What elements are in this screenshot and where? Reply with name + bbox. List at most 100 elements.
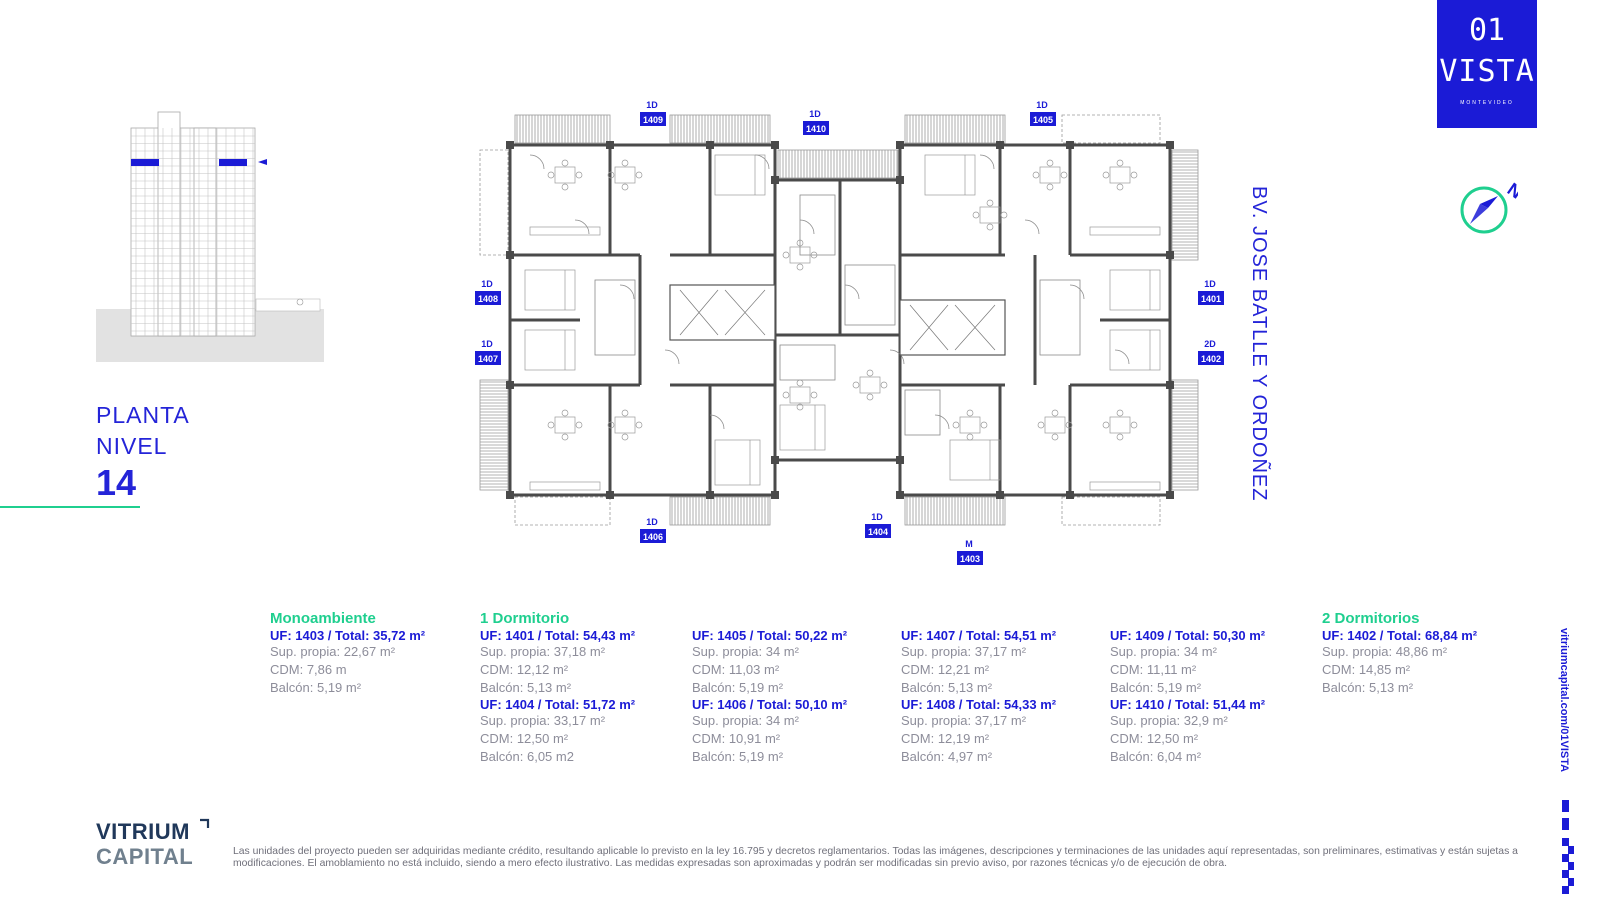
unit-balcon: Balcón: 6,04 m² [1110,749,1202,764]
unit-balcon: Balcón: 4,97 m² [901,749,993,764]
level-arrow-icon [258,159,267,165]
unit-tag-type: 1D [646,100,658,110]
unit-tag-type: 1D [871,512,883,522]
unit-tag-box [475,351,501,365]
unit-cdm: CDM: 11,11 m² [1110,662,1197,677]
logo-tagline: MONTEVIDEO [1460,100,1514,106]
unit-sup: Sup. propia: 32,9 m² [1110,713,1228,728]
unit-sup: Sup. propia: 22,67 m² [270,644,396,659]
unit-tag-number: 1405 [1033,115,1053,125]
unit-sup: Sup. propia: 37,17 m² [901,713,1027,728]
unit-balcon: Balcón: 5,19 m² [692,680,784,695]
unit-title: UF: 1406 / Total: 50,10 m² [692,697,848,712]
unit-tag-number: 1403 [960,554,980,564]
unit-sup: Sup. propia: 48,86 m² [1322,644,1448,659]
unit-sup: Sup. propia: 34 m² [1110,644,1217,659]
unit-cdm: CDM: 12,12 m² [480,662,569,677]
unit-title: UF: 1405 / Total: 50,22 m² [692,628,848,643]
unit-sup: Sup. propia: 34 m² [692,713,799,728]
unit-tag-box [475,291,501,305]
unit-tag-1405: 1D 1405 [1030,100,1056,126]
unit-title: UF: 1407 / Total: 54,51 m² [901,628,1057,643]
unit-tag-number: 1401 [1201,294,1221,304]
unit-tag-type: 1D [646,517,658,527]
legal-disclaimer: Las unidades del proyecto pueden ser adq… [233,846,1518,869]
floor-plan: 1D14091D14101D14051D14081D14071D14012D14… [475,100,1224,565]
website-url-text[interactable]: vitriumcapital.com/01VISTA [1558,628,1570,773]
planta-title: PLANTA NIVEL [96,400,190,462]
unit-cdm: CDM: 12,19 m² [901,731,990,746]
units-mono-column: UF: 1403 / Total: 35,72 m² Sup. propia: … [270,628,425,697]
unit-title: UF: 1403 / Total: 35,72 m² [270,628,426,643]
decorative-blocks [1562,800,1574,894]
units-1d-column-1: UF: 1401 / Total: 54,43 m² Sup. propia: … [480,628,635,766]
unit-tag-box [640,112,666,126]
unit-tag-type: M [965,539,973,549]
logo-number: 01 [1468,13,1506,48]
category-one-bedroom: 1 Dormitorio [480,610,570,627]
building-elevation [96,111,324,362]
unit-cdm: CDM: 12,21 m² [901,662,990,677]
unit-sup: Sup. propia: 37,18 m² [480,644,606,659]
unit-title: UF: 1409 / Total: 50,30 m² [1110,628,1266,643]
unit-sup: Sup. propia: 34 m² [692,644,799,659]
nivel-line: NIVEL [96,433,168,459]
unit-tag-1409: 1D 1409 [640,100,666,126]
planta-line: PLANTA [96,402,190,428]
unit-sup: Sup. propia: 37,17 m² [901,644,1027,659]
website-url[interactable]: vitriumcapital.com/01VISTA [1556,628,1572,798]
north-compass-icon: N [1460,179,1518,234]
unit-tag-type: 2D [1204,339,1216,349]
logo-name: VISTA [1439,54,1535,89]
unit-tag-1406: 1D 1406 [640,517,666,543]
compass-letter: N [1504,179,1518,203]
unit-balcon: Balcón: 5,19 m² [692,749,784,764]
unit-tag-type: 1D [1204,279,1216,289]
unit-cdm: CDM: 14,85 m² [1322,662,1411,677]
unit-sup: Sup. propia: 33,17 m² [480,713,606,728]
unit-tag-type: 1D [1036,100,1048,110]
unit-tag-type: 1D [481,279,493,289]
street-name: BV. JOSE BATLLE Y ORDOÑEZ [1248,186,1270,502]
level-number: 14 [96,462,137,503]
unit-tag-number: 1406 [643,532,663,542]
unit-tag-number: 1409 [643,115,663,125]
unit-tag-1401: 1D 1401 [1198,279,1224,305]
unit-cdm: CDM: 7,86 m [270,662,347,677]
unit-tag-type: 1D [809,109,821,119]
street-label: BV. JOSE BATLLE Y ORDOÑEZ [1242,186,1272,501]
units-1d-column-3: UF: 1407 / Total: 54,51 m² Sup. propia: … [901,628,1056,766]
units-2d-column: UF: 1402 / Total: 68,84 m² Sup. propia: … [1322,628,1477,697]
unit-tag-1407: 1D 1407 [475,339,501,365]
category-monoambiente: Monoambiente [270,610,376,627]
unit-balcon: Balcón: 5,13 m² [480,680,572,695]
accent-divider [0,506,140,508]
unit-tag-type: 1D [481,339,493,349]
unit-title: UF: 1408 / Total: 54,33 m² [901,697,1057,712]
unit-title: UF: 1402 / Total: 68,84 m² [1322,628,1478,643]
unit-balcon: Balcón: 5,13 m² [1322,680,1414,695]
level-highlight-left [131,159,159,166]
level-highlight-right [219,159,247,166]
unit-balcon: Balcón: 5,13 m² [901,680,993,695]
unit-tag-box [1030,112,1056,126]
unit-cdm: CDM: 12,50 m² [1110,731,1199,746]
project-logo: 01 VISTA MONTEVIDEO [1437,0,1537,128]
unit-balcon: Balcón: 6,05 m2 [480,749,574,764]
brand-mark-icon [200,818,210,828]
category-two-bedrooms: 2 Dormitorios [1322,610,1420,627]
unit-cdm: CDM: 10,91 m² [692,731,781,746]
unit-tag-number: 1407 [478,354,498,364]
unit-tag-box [1198,291,1224,305]
unit-tag-number: 1410 [806,124,826,134]
unit-tag-box [865,524,891,538]
unit-title: UF: 1404 / Total: 51,72 m² [480,697,636,712]
unit-title: UF: 1410 / Total: 51,44 m² [1110,697,1266,712]
brand-name-line2: CAPITAL [96,844,194,869]
unit-cdm: CDM: 12,50 m² [480,731,569,746]
unit-title: UF: 1401 / Total: 54,43 m² [480,628,636,643]
unit-balcon: Balcón: 5,19 m² [1110,680,1202,695]
